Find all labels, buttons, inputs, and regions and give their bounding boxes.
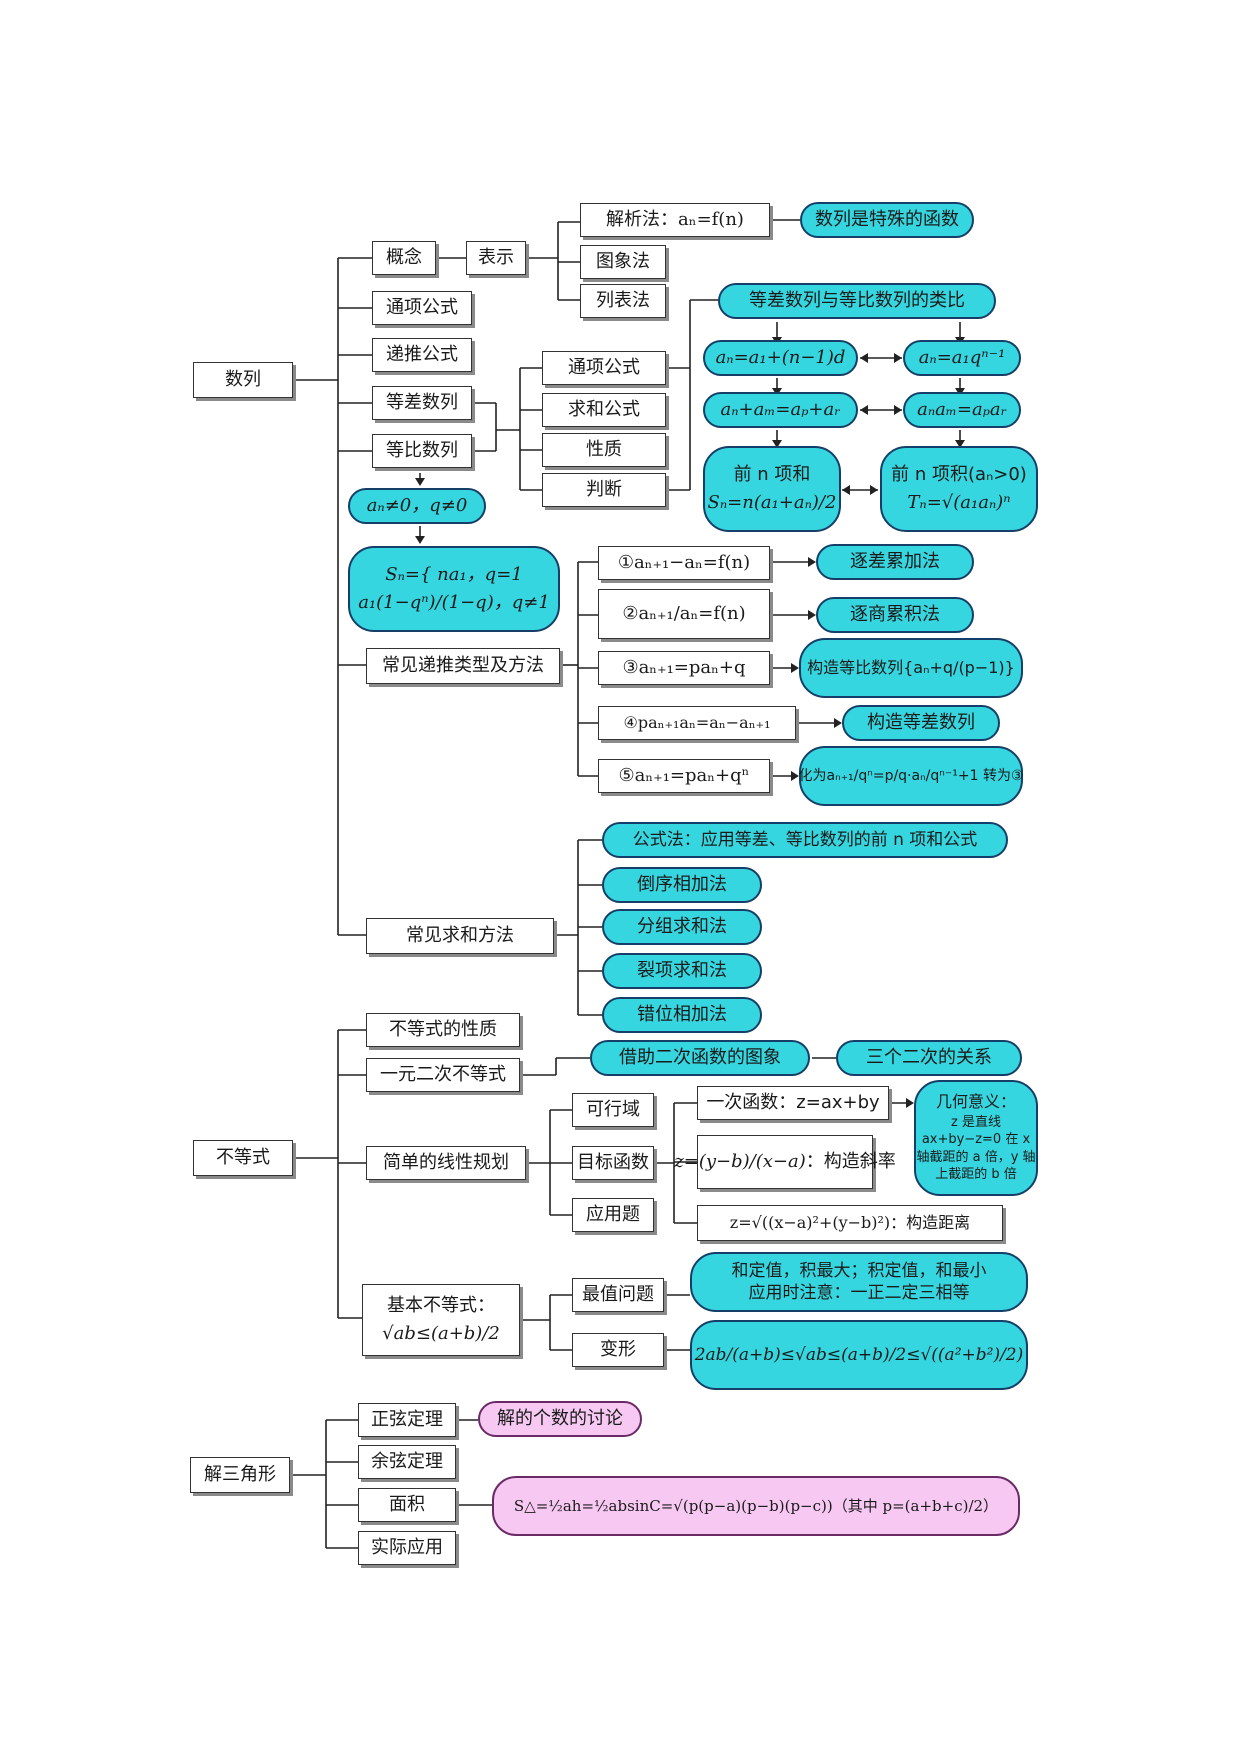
node-gp-general: aₙ=a₁qⁿ⁻¹ [903, 340, 1021, 376]
node-common-summation: 常见求和方法 [366, 918, 554, 954]
node-quadratic-graph: 借助二次函数的图象 [590, 1040, 810, 1076]
node-objective-function: 目标函数 [572, 1146, 654, 1180]
node-representation: 表示 [466, 241, 526, 275]
node-solve-triangle: 解三角形 [190, 1457, 290, 1493]
basic-inequality-title: 基本不等式： [387, 1295, 495, 1317]
node-prop-general-term: 通项公式 [542, 351, 666, 385]
node-application-problem: 应用题 [572, 1198, 654, 1232]
node-solution-count: 解的个数的讨论 [478, 1401, 642, 1437]
ap-sum-title: 前 n 项和 [733, 464, 811, 486]
node-recursion-1-method: 逐差累加法 [816, 544, 974, 580]
node-objective-slope: z=(y−b)/(x−a) ：构造斜率 [674, 1135, 896, 1189]
node-sum-reverse-add: 倒序相加法 [602, 867, 762, 903]
node-recursion-5: ⑤aₙ₊₁=paₙ+qⁿ [598, 759, 770, 793]
node-sequence: 数列 [193, 362, 293, 398]
node-linear-programming: 简单的线性规划 [366, 1146, 526, 1180]
basic-inequality-formula: √ab≤(a+b)/2 [382, 1323, 500, 1344]
node-recursion-4: ④paₙ₊₁aₙ=aₙ−aₙ₊₁ [598, 706, 796, 740]
node-sum-telescoping: 裂项求和法 [602, 953, 762, 989]
node-feasible-region: 可行域 [572, 1093, 654, 1127]
node-analogy: 等差数列与等比数列的类比 [718, 283, 996, 319]
node-recursive-formula: 递推公式 [372, 338, 472, 372]
node-extremum-text: 和定值，积最大；积定值，和最小 应用时注意：一正二定三相等 [690, 1252, 1028, 1312]
node-transformation-formula: 2ab/(a+b)≤√ab≤(a+b)/2≤√((a²+b²)/2) [690, 1320, 1028, 1390]
node-inequality-properties: 不等式的性质 [366, 1013, 520, 1047]
node-prop-properties: 性质 [542, 433, 666, 467]
node-extremum-problem: 最值问题 [572, 1278, 664, 1312]
geometric-meaning-body: z 是直线 ax+by−z=0 在 x 轴截距的 a 倍，y 轴上截距的 b 倍 [916, 1114, 1036, 1183]
node-arithmetic-sequence: 等差数列 [372, 386, 472, 420]
node-quadratic-inequality: 一元二次不等式 [366, 1058, 520, 1092]
node-transformation: 变形 [572, 1333, 664, 1367]
node-ap-general: aₙ=a₁+(n−1)d [703, 340, 858, 376]
node-inequality: 不等式 [193, 1140, 293, 1176]
gp-product-formula: Tₙ=√(a₁aₙ)ⁿ [907, 492, 1011, 513]
node-practical-application: 实际应用 [358, 1531, 456, 1565]
extremum-line1: 和定值，积最大；积定值，和最小 [731, 1260, 987, 1281]
node-recursion-5-method: 化为aₙ₊₁/qⁿ=p/q·aₙ/qⁿ⁻¹+1 转为③ [799, 746, 1024, 806]
node-prop-judgement: 判断 [542, 473, 666, 507]
node-general-term-formula: 通项公式 [372, 291, 472, 325]
gp-sum-line2: a₁(1−qⁿ)/(1−q)，q≠1 [358, 592, 550, 613]
node-common-recursion: 常见递推类型及方法 [366, 648, 560, 684]
node-recursion-3: ③aₙ₊₁=paₙ+q [598, 651, 770, 685]
node-gp-product: 前 n 项积(aₙ>0) Tₙ=√(a₁aₙ)ⁿ [880, 446, 1038, 532]
node-area: 面积 [358, 1488, 456, 1522]
node-sum-misaligned: 错位相加法 [602, 997, 762, 1033]
node-ap-sum: 前 n 项和 Sₙ=n(a₁+aₙ)/2 [703, 446, 841, 532]
node-geometric-meaning: 几何意义： z 是直线 ax+by−z=0 在 x 轴截距的 a 倍，y 轴上截… [914, 1080, 1038, 1196]
node-analytic-method: 解析法：aₙ=f(n) [580, 203, 770, 237]
node-recursion-2-method: 逐商累积法 [816, 597, 974, 633]
node-gp-property: aₙaₘ=aₚaᵣ [903, 392, 1021, 428]
node-recursion-1: ①aₙ₊₁−aₙ=f(n) [598, 546, 770, 580]
node-prop-sum-formula: 求和公式 [542, 393, 666, 427]
gp-sum-line1: Sₙ={ na₁，q=1 [385, 564, 523, 586]
node-recursion-2: ②aₙ₊₁/aₙ=f(n) [598, 589, 770, 639]
node-concept: 概念 [372, 241, 436, 275]
node-gp-sum: Sₙ={ na₁，q=1 a₁(1−qⁿ)/(1−q)，q≠1 [348, 546, 560, 632]
extremum-line2: 应用时注意：一正二定三相等 [748, 1283, 970, 1303]
node-ap-property: aₙ+aₘ=aₚ+aᵣ [703, 392, 858, 428]
node-graph-method: 图象法 [580, 245, 666, 279]
gp-product-title: 前 n 项积(aₙ>0) [891, 464, 1027, 486]
node-recursion-3-method: 构造等比数列{aₙ+q/(p−1)} [799, 638, 1023, 698]
slope-formula: z=(y−b)/(x−a) [674, 1151, 806, 1173]
node-table-method: 列表法 [580, 284, 666, 318]
node-objective-distance: z=√((x−a)²+(y−b)²)：构造距离 [697, 1205, 1003, 1241]
node-area-formula: S△=½ah=½absinC=√(p(p−a)(p−b)(p−c))（其中 p=… [492, 1476, 1020, 1536]
node-geometric-sequence: 等比数列 [372, 434, 472, 468]
geometric-meaning-title: 几何意义： [935, 1092, 1016, 1112]
node-sine-law: 正弦定理 [358, 1403, 456, 1437]
node-objective-linear: 一次函数：z=ax+by [697, 1086, 889, 1120]
node-recursion-4-method: 构造等差数列 [842, 705, 1000, 741]
node-sum-formula-method: 公式法：应用等差、等比数列的前 n 项和公式 [602, 822, 1008, 858]
node-gp-condition: aₙ≠0，q≠0 [348, 488, 486, 524]
node-three-quadratics: 三个二次的关系 [836, 1040, 1022, 1076]
node-sequence-is-function: 数列是特殊的函数 [800, 202, 974, 238]
slope-text: ：构造斜率 [805, 1151, 896, 1173]
node-basic-inequality: 基本不等式： √ab≤(a+b)/2 [362, 1284, 520, 1356]
ap-sum-formula: Sₙ=n(a₁+aₙ)/2 [707, 492, 837, 513]
node-sum-grouping: 分组求和法 [602, 909, 762, 945]
node-cosine-law: 余弦定理 [358, 1445, 456, 1479]
